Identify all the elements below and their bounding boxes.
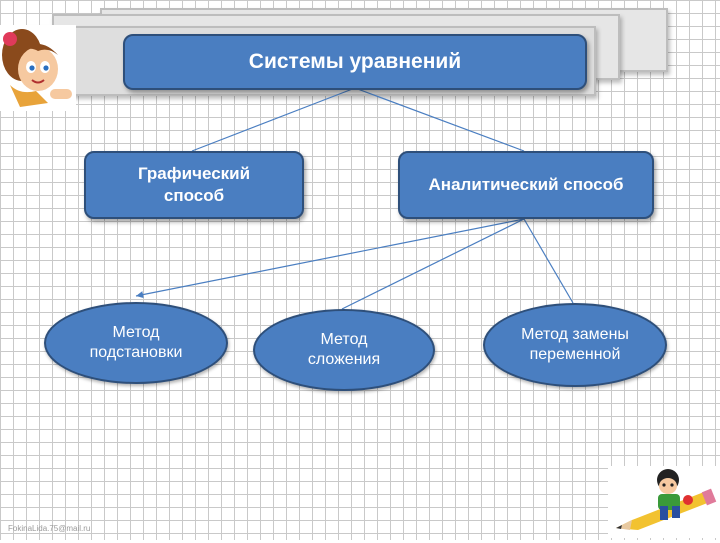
graphic-method-label: Графический способ	[137, 164, 251, 205]
footer-email: FokinaLida.75@mail.ru	[8, 524, 91, 533]
replacement-method-label: Метод замены переменной	[521, 326, 629, 363]
addition-method-label: Метод сложения	[307, 331, 381, 368]
connector-title-analytic	[354, 87, 525, 152]
connector-replacement	[523, 218, 574, 304]
addition-method-ellipse: Метод сложения	[253, 309, 435, 391]
girl-clipart-icon	[0, 25, 76, 111]
connector-addition	[341, 218, 525, 310]
diagram-title-box: Системы уравнений	[123, 34, 587, 90]
substitution-method-label: Метод подстановки	[89, 324, 183, 361]
connector-title-graphic	[191, 87, 356, 152]
graphic-method-box: Графический способ	[84, 151, 304, 219]
replacement-method-ellipse: Метод замены переменной	[483, 303, 667, 387]
substitution-method-ellipse: Метод подстановки	[44, 302, 228, 384]
connector-substitution	[135, 218, 525, 299]
analytic-method-box: Аналитический способ	[398, 151, 654, 219]
boy-on-pencil-clipart-icon	[608, 466, 720, 538]
